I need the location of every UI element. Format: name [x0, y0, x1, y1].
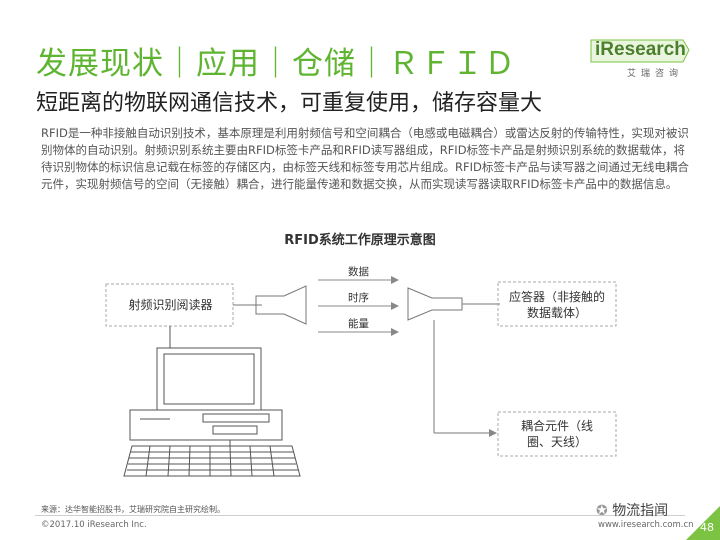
footer-divider	[35, 515, 685, 516]
diagram-title: RFID系统工作原理示意图	[284, 233, 436, 248]
reader-label: 射频识别阅读器	[128, 298, 213, 312]
arrow-label-energy: 能量	[348, 318, 369, 330]
transponder-antenna-icon	[407, 287, 463, 321]
wechat-watermark: ✪ 物流指闻	[596, 500, 668, 520]
arrow-label-timing: 时序	[348, 292, 369, 304]
logo-brand: iResearch	[595, 39, 686, 60]
iresearch-logo: iResearch 艾瑞咨询	[583, 36, 691, 84]
computer-icon	[123, 326, 301, 477]
transponder-label: 应答器（非接触的数据载体）	[508, 290, 605, 320]
copyright: ©2017.10 iResearch Inc.	[41, 520, 147, 530]
page-subtitle: 短距离的物联网通信技术，可重复使用，储存容量大	[36, 91, 543, 116]
coupling-box	[497, 411, 617, 457]
logo-banner-icon	[590, 39, 690, 63]
page-title: 发展现状｜应用｜仓储｜ＲＦＩＤ	[36, 46, 516, 82]
coupling-label: 耦合元件（线圈、天线）	[520, 419, 593, 449]
reader-antenna-icon	[255, 285, 307, 325]
arrow-label-data: 数据	[348, 266, 369, 278]
source-note: 来源：达华智能招股书，艾瑞研究院自主研究绘制。	[41, 505, 225, 514]
wechat-icon: ✪	[596, 503, 613, 519]
page-corner	[686, 506, 720, 540]
wechat-account: 物流指闻	[612, 503, 669, 519]
website-url: www.iresearch.com.cn	[598, 520, 694, 530]
page-number: 48	[700, 521, 714, 534]
description-paragraph: RFID是一种非接触自动识别技术，基本原理是利用射频信号和空间耦合（电感或电磁耦…	[41, 126, 689, 191]
logo-sub: 艾瑞咨询	[627, 69, 684, 79]
transponder-box	[497, 281, 617, 327]
